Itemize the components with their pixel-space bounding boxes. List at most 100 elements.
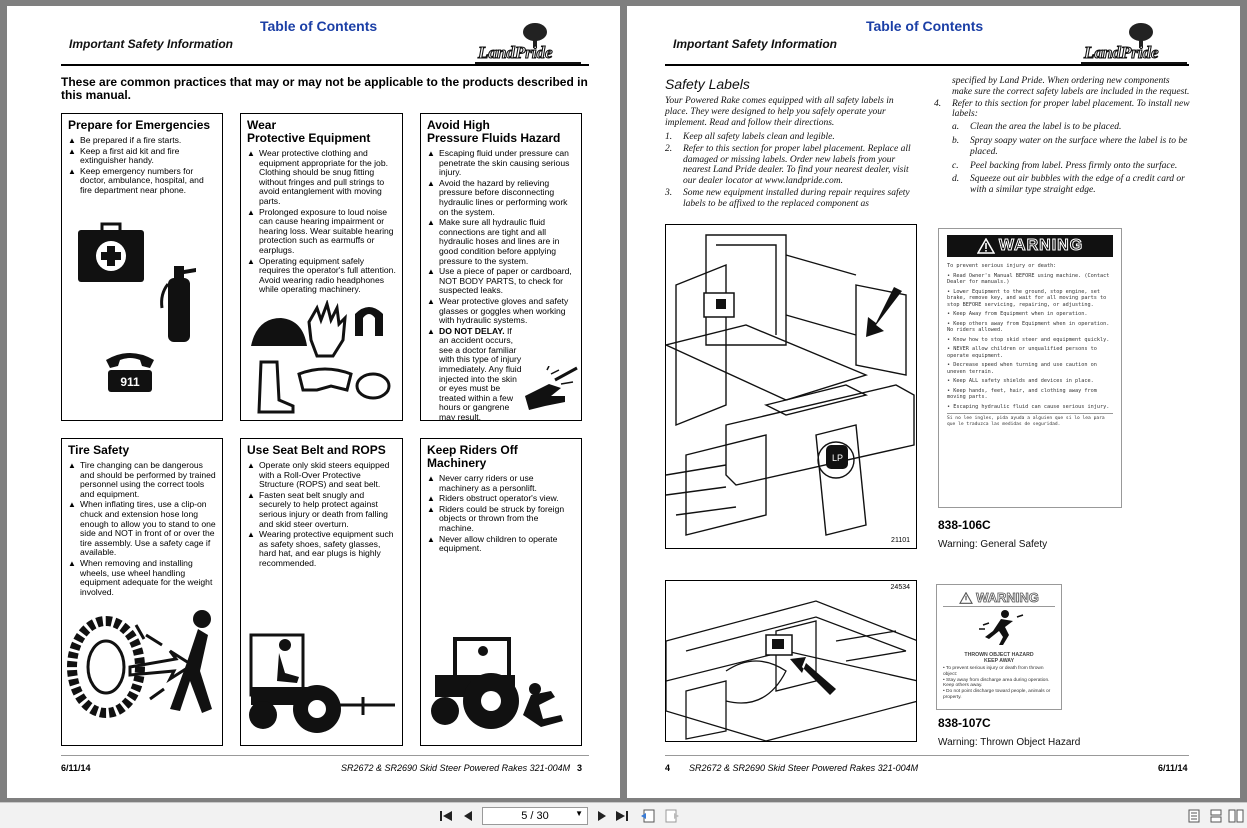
list-item: Keep emergency numbers for doctor, ambul… <box>68 166 216 196</box>
box-prepare-emergencies: Prepare for Emergencies Be prepared if a… <box>61 113 223 421</box>
list-item: 3.Some new equipment installed during re… <box>665 187 910 209</box>
decal-line: • Decrease speed when turning and use ca… <box>947 362 1097 375</box>
decal-line: • Escaping hydraulic fluid can cause ser… <box>947 403 1110 410</box>
next-page-icon[interactable] <box>594 808 610 824</box>
protective-gear-icon <box>251 300 391 414</box>
footer-date: 6/11/14 <box>61 763 91 773</box>
continued-text: specified by Land Pride. When ordering n… <box>952 76 1190 97</box>
box-title: Keep Riders Off Machinery <box>427 443 518 470</box>
sub-list-item: b.Spray soapy water on the surface where… <box>952 135 1188 157</box>
skid-steer-rops-icon <box>249 633 395 733</box>
photo-reference-number: 24534 <box>890 584 910 591</box>
list-item: Be prepared if a fire starts. <box>68 135 216 146</box>
box-title: Avoid High Pressure Fluids Hazard <box>427 118 561 145</box>
go-back-view-icon[interactable] <box>640 808 656 824</box>
viewer-toolbar: 5 / 30 ▼ <box>0 802 1247 828</box>
list-item: Avoid the hazard by relieving pressure b… <box>427 178 575 217</box>
list-item: DO NOT DELAY. If an accident occurs, see… <box>427 326 522 420</box>
continuous-view-icon[interactable] <box>1208 808 1224 824</box>
thrown-object-hazard-icon <box>979 610 1024 645</box>
list-item: Operating equipment safely requires the … <box>247 256 396 295</box>
header-rule <box>665 64 1189 66</box>
fluid-injection-hand-icon <box>525 366 578 410</box>
decal-line: • Read Owner's Manual BEFORE using machi… <box>947 272 1110 286</box>
decal-line: • Keep ALL safety shields and devices in… <box>947 378 1094 384</box>
box-tire-safety: Tire Safety Tire changing can be dangero… <box>61 438 223 746</box>
footer-page-number: 3 <box>577 763 583 773</box>
warning-triangle-icon <box>976 238 995 254</box>
two-page-view-icon[interactable] <box>1228 808 1244 824</box>
header-title[interactable]: Table of Contents <box>260 18 378 34</box>
first-aid-kit-icon <box>78 222 144 282</box>
list-item: Wear protective clothing and equipment a… <box>247 148 396 207</box>
label-pointer-arrow <box>866 287 902 337</box>
decal-hazard-title: THROWN OBJECT HAZARD <box>964 652 1034 658</box>
single-page-view-icon[interactable] <box>1186 808 1202 824</box>
box-seat-belt-rops: Use Seat Belt and ROPS Operate only skid… <box>240 438 403 746</box>
list-item: Wearing protective equipment such as saf… <box>247 529 396 568</box>
last-page-icon[interactable] <box>614 808 630 824</box>
first-page-icon[interactable] <box>438 808 454 824</box>
decal-line: • NEVER allow children or unqualified pe… <box>947 346 1097 359</box>
header-title[interactable]: Table of Contents <box>866 18 984 34</box>
go-forward-view-icon[interactable] <box>664 808 680 824</box>
rider-falling-tractor-icon <box>431 637 563 729</box>
emergency-phone-icon: 911 <box>106 353 154 392</box>
box-title: Tire Safety <box>68 443 130 457</box>
sub-list-item: d.Squeeze out air bubbles with the edge … <box>952 174 1185 196</box>
decal-line: • To prevent serious injury or death fro… <box>943 666 1044 677</box>
footer-doc-title: SR2672 & SR2690 Skid Steer Powered Rakes… <box>341 763 571 773</box>
warning-decal-general-safety: WARNING To prevent serious injury or dea… <box>938 228 1122 508</box>
header-subtitle: Important Safety Information <box>673 37 838 51</box>
decal-line: • Stay away from discharge area during o… <box>943 677 1050 689</box>
list-item: Operate only skid steers equipped with a… <box>247 460 396 490</box>
svg-text:LandPride: LandPride <box>1083 43 1159 62</box>
svg-text:LandPride: LandPride <box>477 43 553 62</box>
page-number-select[interactable]: 5 / 30 ▼ <box>482 807 588 825</box>
rake-machine-drawing: LP <box>666 234 915 536</box>
decal-line: • Keep others away from Equipment when i… <box>947 320 1110 334</box>
list-item: 1.Keep all safety labels clean and legib… <box>665 132 835 142</box>
warning-banner: WARNING <box>947 235 1113 257</box>
rake-label-location-photo-2: 24534 <box>665 580 917 742</box>
previous-page-icon[interactable] <box>460 808 476 824</box>
list-item: Use a piece of paper or cardboard, NOT B… <box>427 266 575 296</box>
section-intro: Your Powered Rake comes equipped with al… <box>665 96 894 128</box>
decal-code: 838-106C <box>938 518 991 532</box>
right-page: Table of Contents Important Safety Infor… <box>627 6 1240 798</box>
decal-caption: Warning: General Safety <box>938 539 1048 550</box>
chevron-down-icon: ▼ <box>575 809 583 818</box>
header-subtitle: Important Safety Information <box>69 37 234 51</box>
box-protective-equipment: Wear Protective Equipment Wear protectiv… <box>240 113 403 421</box>
landpride-logo: LandPride <box>1081 23 1187 64</box>
list-item: Riders could be struck by foreign object… <box>427 504 575 534</box>
list-item: Riders obstruct operator's view. <box>427 494 575 504</box>
list-item: Prolonged exposure to loud noise can cau… <box>247 207 396 256</box>
footer-rule <box>61 755 589 756</box>
page-indicator: 5 / 30 <box>521 810 549 822</box>
list-item: Fasten seat belt snugly and securely to … <box>247 490 396 529</box>
decal-lead: To prevent serious injury or death: <box>947 263 1057 269</box>
footer-date: 6/11/14 <box>1158 763 1188 773</box>
decal-spanish-note: Si no lee ingles, pida ayuda a alguien q… <box>947 413 1113 427</box>
warning-banner: WARNING <box>943 589 1055 607</box>
box-title: Use Seat Belt and ROPS <box>247 443 386 457</box>
intro-text: These are common practices that may or m… <box>61 75 588 102</box>
list-item: Never carry riders or use machinery as a… <box>427 473 575 493</box>
decal-line: • Know how to stop skid steer and equipm… <box>947 336 1110 343</box>
decal-code: 838-107C <box>938 716 991 730</box>
landpride-logo: LandPride <box>475 23 581 64</box>
list-item: Wear protective gloves and safety glasse… <box>427 296 575 326</box>
box-title: Wear Protective Equipment <box>247 118 371 145</box>
list-item: Never allow children to operate equipmen… <box>427 534 575 554</box>
warning-decal-thrown-object: WARNING THROWN OBJECT HAZARD KEEP AWAY •… <box>936 584 1062 710</box>
list-item: When inflating tires, use a clip-on chuc… <box>68 500 216 558</box>
list-item: Make sure all hydraulic fluid connection… <box>427 217 575 266</box>
tire-explosion-icon <box>67 610 212 718</box>
warning-triangle-icon <box>959 591 974 604</box>
list-item: 4.Refer to this section for proper label… <box>934 98 1190 120</box>
list-item: When removing and installing wheels, use… <box>68 558 216 597</box>
decal-line: • Do not point discharge toward people, … <box>943 689 1051 700</box>
section-title: Safety Labels <box>665 76 750 92</box>
